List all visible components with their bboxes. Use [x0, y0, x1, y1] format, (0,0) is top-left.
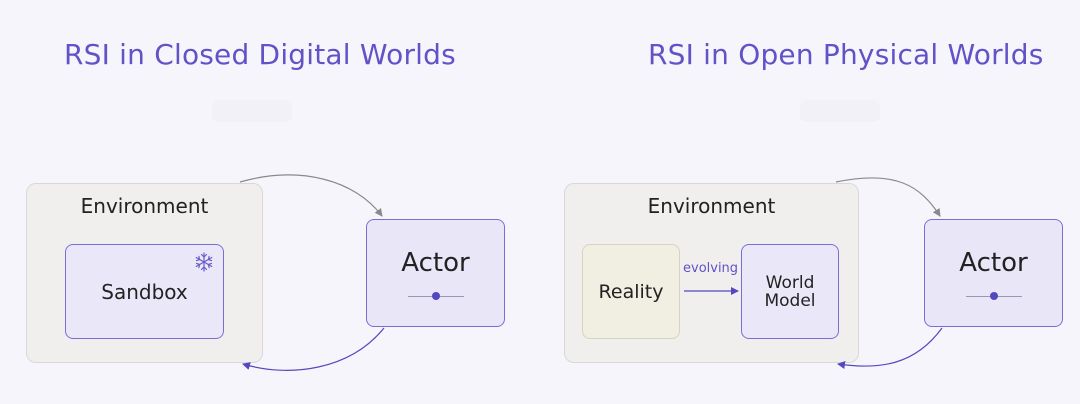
sandbox-label: Sandbox: [101, 279, 188, 304]
right-panel-title: RSI in Open Physical Worlds: [648, 38, 1044, 71]
world-model-label-line1: World: [765, 272, 815, 293]
left-panel-title: RSI in Closed Digital Worlds: [64, 38, 456, 71]
snowflake-icon: [195, 252, 213, 272]
right-actor-to-env-arrow: [837, 327, 943, 369]
reality-label: Reality: [598, 280, 664, 303]
evolving-label: evolving: [683, 261, 739, 276]
reality-box: Reality: [582, 244, 680, 339]
left-actor-box: Actor: [366, 219, 505, 327]
world-model-box: World Model: [741, 244, 839, 339]
right-title-placeholder: [800, 100, 880, 122]
world-model-label-line2: Model: [764, 290, 816, 311]
left-actor-to-env-arrow: [242, 327, 385, 371]
right-actor-dot: [990, 292, 998, 300]
right-environment-label: Environment: [647, 194, 776, 218]
left-env-to-actor-arrow: [239, 174, 383, 217]
left-actor-dot: [432, 292, 440, 300]
right-env-to-actor-arrow: [835, 177, 941, 217]
right-actor-box: Actor: [924, 219, 1063, 327]
left-title-placeholder: [212, 100, 292, 122]
left-actor-label: Actor: [401, 248, 470, 278]
right-actor-label: Actor: [959, 248, 1028, 278]
left-environment-label: Environment: [80, 194, 209, 218]
